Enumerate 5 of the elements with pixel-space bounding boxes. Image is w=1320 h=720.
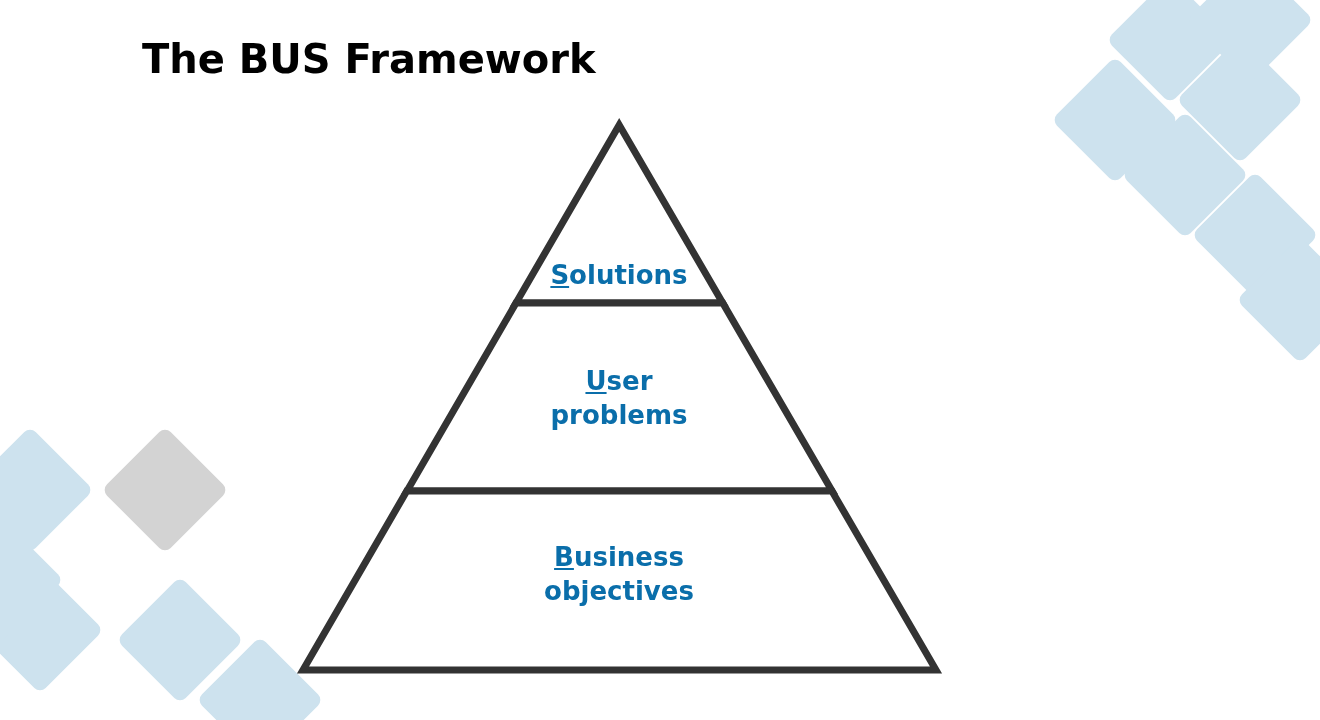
tier-label: Business objectives bbox=[543, 541, 695, 608]
pyramid-base-tier bbox=[299, 487, 940, 674]
tier-label: Solutions bbox=[549, 259, 689, 292]
title: The BUS Framework bbox=[142, 36, 596, 82]
tier-label: User problems bbox=[549, 365, 689, 432]
